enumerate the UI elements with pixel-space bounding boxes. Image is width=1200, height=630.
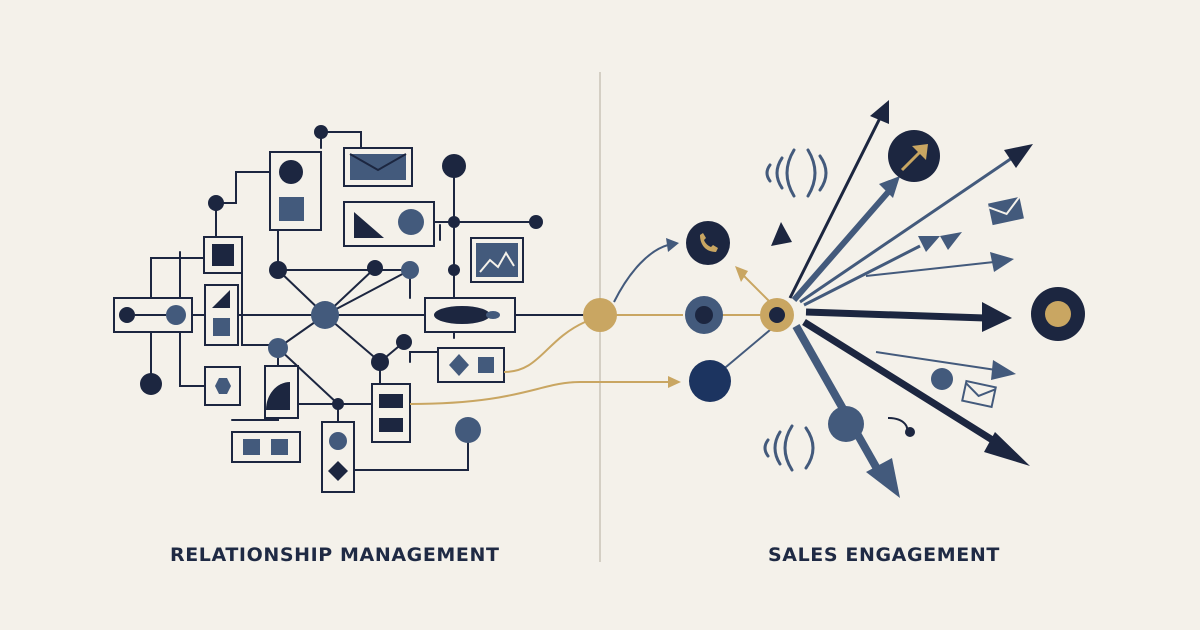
arrow	[791, 176, 900, 302]
phone-node	[686, 221, 730, 265]
squares-box	[231, 431, 301, 463]
diamond-icon	[328, 461, 348, 481]
radiating-arrows	[788, 100, 1033, 498]
network-node	[448, 216, 460, 228]
triangle-icon	[354, 212, 384, 238]
network-line	[409, 351, 439, 363]
engagement-links	[613, 244, 771, 373]
arrow	[805, 302, 1012, 332]
diamond-square-box	[437, 347, 505, 383]
sound-waves-icon	[763, 424, 815, 472]
network-line	[277, 347, 339, 405]
network-node	[140, 373, 162, 395]
arrow-head	[666, 238, 679, 252]
circle-icon	[329, 432, 347, 450]
network-node	[269, 261, 287, 279]
circle-icon	[279, 160, 303, 184]
bar-icon	[379, 418, 403, 432]
mail-flap	[349, 153, 407, 172]
network-line	[215, 171, 271, 204]
contact-node	[689, 360, 731, 402]
gold-link	[409, 381, 668, 405]
goal-node-core	[1045, 301, 1071, 327]
network-node	[314, 125, 328, 139]
engagement-hub-core	[769, 307, 785, 323]
network-node	[448, 264, 460, 276]
network-node	[332, 398, 344, 410]
arrow-head	[735, 266, 748, 282]
diamond-icon	[449, 354, 469, 376]
pill-icon	[434, 306, 490, 324]
network-nodes	[140, 125, 543, 443]
node-dot	[119, 307, 135, 323]
gold-link	[741, 273, 771, 303]
mail-icon	[961, 379, 997, 409]
network-node	[268, 338, 288, 358]
network-node	[905, 427, 915, 437]
hook-icon	[887, 417, 909, 435]
network-node	[396, 334, 412, 350]
bar-icon	[379, 394, 403, 408]
node-dot	[166, 305, 186, 325]
network-line	[351, 429, 469, 471]
square-icon	[213, 318, 230, 336]
arrow	[803, 232, 962, 307]
link-line	[613, 244, 669, 303]
gold-connectors	[409, 273, 771, 405]
square-icon	[478, 357, 494, 373]
triangle-icon	[212, 290, 230, 308]
phone-icon	[700, 233, 718, 252]
network-node	[208, 195, 224, 211]
arrow	[865, 252, 1014, 277]
triangle-icon	[771, 222, 792, 246]
caption-sales-engagement: SALES ENGAGEMENT	[768, 544, 1000, 566]
target-node-core	[695, 306, 713, 324]
arrow	[875, 351, 1016, 380]
hub-node	[311, 301, 339, 329]
chart-line	[479, 251, 515, 273]
square-icon	[279, 197, 304, 221]
pill-tip	[486, 311, 500, 319]
network-line	[320, 131, 362, 149]
network-node	[931, 368, 953, 390]
gold-link	[503, 321, 586, 373]
sound-waves-icon	[765, 148, 828, 198]
network-line	[150, 257, 205, 299]
quarter-circle-icon	[266, 382, 290, 410]
arrow	[788, 100, 889, 299]
hexagon-icon	[215, 378, 231, 394]
network-node	[529, 215, 543, 229]
arrow-up-right-icon	[912, 144, 928, 160]
link-line	[719, 329, 771, 373]
bars-box	[371, 383, 411, 443]
square-icon	[212, 244, 234, 266]
arrow	[799, 144, 1033, 304]
mail-icon	[988, 196, 1024, 226]
network-node	[828, 406, 864, 442]
square-icon	[243, 439, 260, 455]
square-icon	[271, 439, 288, 455]
caption-relationship-management: RELATIONSHIP MANAGEMENT	[170, 544, 500, 566]
arrow	[792, 324, 900, 498]
arrow	[802, 319, 1030, 466]
network-line	[241, 251, 279, 346]
bridge-node	[583, 298, 617, 332]
chart-icon	[476, 243, 518, 277]
circle-icon	[398, 209, 424, 235]
network-line	[179, 251, 206, 387]
network-node	[371, 353, 389, 371]
arrow-head	[668, 376, 681, 388]
network-node	[442, 154, 466, 178]
network-line	[324, 269, 411, 316]
network-node	[455, 417, 481, 443]
network-node	[367, 260, 383, 276]
box-contents	[119, 153, 518, 481]
network-node	[401, 261, 419, 279]
